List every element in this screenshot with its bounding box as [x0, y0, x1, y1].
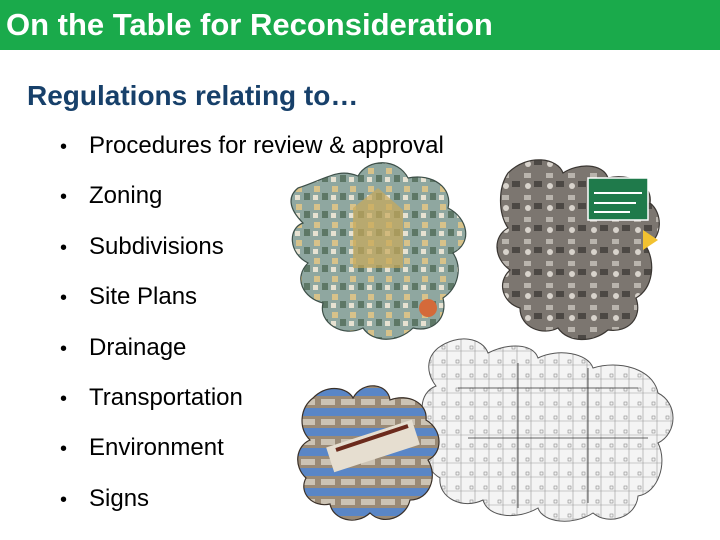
bullet-item: • Site Plans [60, 279, 444, 329]
puzzle-piece-site-plan [421, 338, 674, 522]
bullet-text: Transportation [89, 383, 243, 411]
bullet-item: • Procedures for review & approval [60, 128, 444, 178]
bullet-dot: • [60, 186, 68, 209]
bullet-text: Site Plans [89, 283, 198, 311]
slide-title: On the Table for Reconsideration [6, 7, 493, 42]
bullet-text: Environment [89, 434, 224, 462]
bullet-dot: • [60, 337, 68, 360]
bullet-item: • Signs [60, 481, 444, 531]
bullet-text: Subdivisions [89, 232, 224, 260]
bullet-text: Zoning [89, 182, 163, 210]
bullet-dot: • [60, 387, 68, 410]
puzzle-collage-image [290, 159, 674, 522]
bullet-item: • Environment [60, 430, 444, 480]
bullet-item: • Drainage [60, 330, 444, 380]
bullet-item: • Subdivisions [60, 229, 444, 279]
bullet-list: • Procedures for review & approval • Zonin… [60, 128, 444, 531]
bullet-text: Signs [89, 484, 150, 512]
bullet-item: • Zoning [60, 178, 444, 228]
bullet-dot: • [60, 136, 68, 158]
bullet-dot: • [60, 488, 68, 511]
title-bar: On the Table for Reconsideration [0, 0, 720, 50]
bullet-dot: • [60, 236, 68, 259]
bullet-text: Drainage [89, 333, 187, 361]
bullet-text: Procedures for review & approval [89, 132, 444, 159]
bullet-item: • Transportation [60, 380, 444, 430]
bullet-dot: • [60, 438, 68, 461]
slide-subtitle: Regulations relating to… [27, 80, 359, 111]
bullet-dot: • [60, 287, 68, 310]
